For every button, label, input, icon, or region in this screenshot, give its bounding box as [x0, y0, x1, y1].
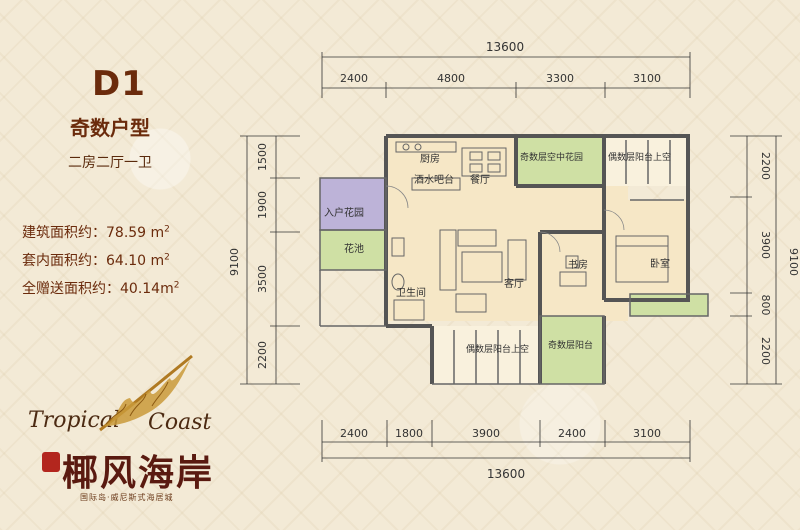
thin-walls	[319, 140, 709, 385]
dim-bottom-3: 3900	[472, 427, 500, 440]
info-panel: D1 奇数户型 二房二厅一卫 建筑面积约：78.59 m2 套内面积约：64.1…	[0, 0, 240, 530]
dim-bottom-5: 3100	[633, 427, 661, 440]
dim-bottom-4: 2400	[558, 427, 586, 440]
dim-left-1: 1500	[256, 143, 269, 171]
area-interior: 套内面积约：64.10 m2	[22, 252, 170, 269]
brand-name-cn: 椰风海岸	[62, 452, 215, 494]
dim-bottom-2: 1800	[395, 427, 423, 440]
room-dining: 餐厅	[470, 173, 490, 186]
dim-top-1: 2400	[340, 72, 368, 85]
doors	[385, 185, 625, 253]
dim-right-3: 800	[759, 295, 772, 316]
room-bedroom: 卧室	[650, 257, 670, 270]
dim-top-4: 3100	[633, 72, 661, 85]
room-odd-balcony: 奇数层阳台	[548, 339, 593, 351]
brand-tagline: 国际岛·威尼斯式海居城	[80, 493, 174, 502]
dim-right-1: 2200	[759, 152, 772, 180]
room-planter: 花池	[344, 242, 364, 255]
room-odd-garden: 奇数层空中花园	[520, 151, 583, 163]
brand-en-left: Tropical	[28, 408, 121, 433]
room-kitchen: 厨房	[420, 152, 440, 165]
room-bathroom: 卫生间	[396, 286, 426, 299]
layout-description: 二房二厅一卫	[68, 155, 152, 171]
room-even-balcony-bottom: 偶数层阳台上空	[466, 343, 529, 355]
area-building: 建筑面积约：78.59 m2	[22, 224, 170, 241]
unit-code: D1	[92, 64, 146, 104]
unit-type: 奇数户型	[70, 116, 150, 140]
palm-leaf-logo	[99, 354, 193, 432]
dim-bottom-total: 13600	[487, 467, 525, 481]
dim-left-2: 1900	[256, 191, 269, 219]
area-bonus: 全赠送面积约：40.14m2	[22, 280, 180, 297]
dim-top-total: 13600	[486, 40, 524, 54]
room-entry-garden: 入户花园	[324, 206, 364, 219]
dim-top-3: 3300	[546, 72, 574, 85]
dim-right-total: 9100	[787, 248, 800, 276]
dim-bottom-1: 2400	[340, 427, 368, 440]
brand-en-right: Coast	[148, 410, 212, 435]
dim-left-4: 2200	[256, 341, 269, 369]
brand-seal	[42, 452, 60, 472]
room-even-balcony-top: 偶数层阳台上空	[608, 151, 671, 163]
dim-right-2: 3900	[759, 231, 772, 259]
room-bar: 酒水吧台	[414, 173, 454, 186]
dim-left-3: 3500	[256, 265, 269, 293]
room-study: 书房	[568, 258, 588, 271]
dim-left-total: 9100	[228, 248, 241, 276]
furniture	[391, 141, 669, 321]
dim-top-2: 4800	[437, 72, 465, 85]
dim-right-4: 2200	[759, 337, 772, 365]
room-living: 客厅	[504, 277, 524, 290]
